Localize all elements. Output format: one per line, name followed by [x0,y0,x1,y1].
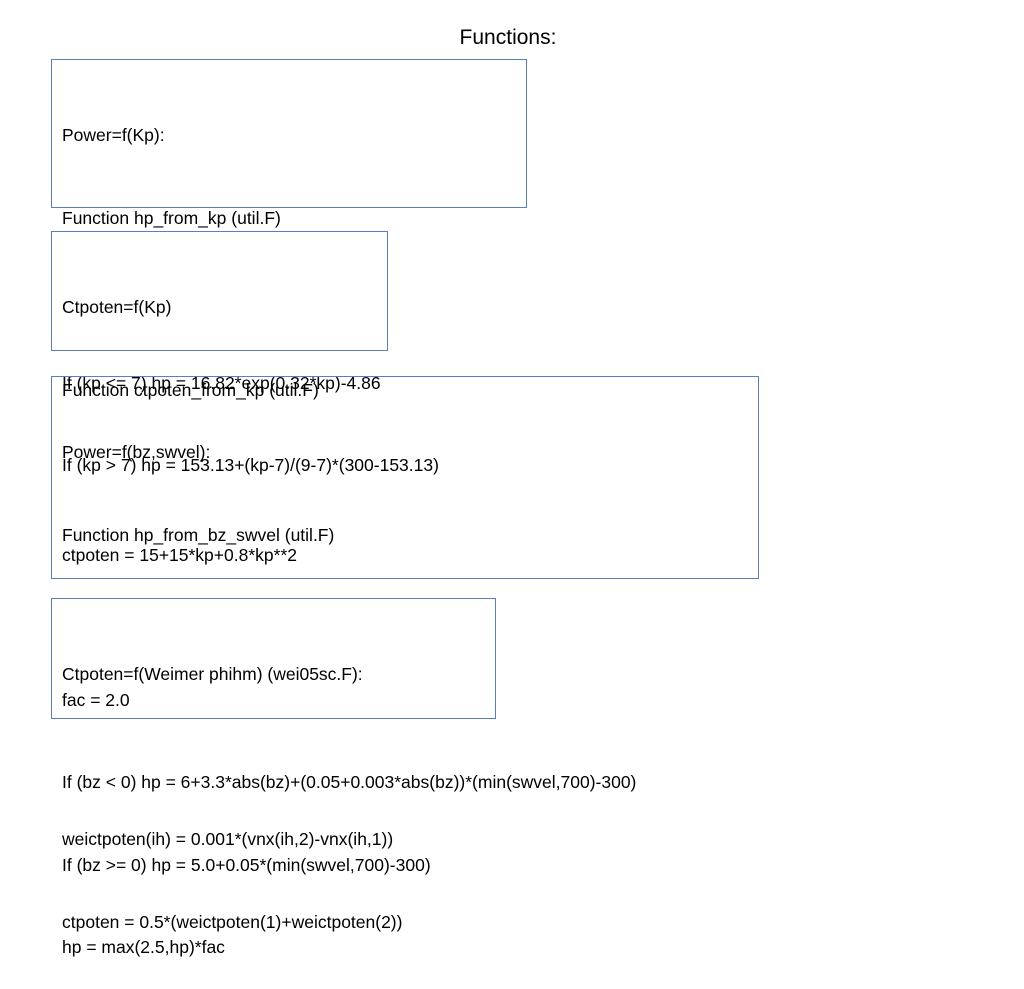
hp-from-bz-swvel-box: Power=f(bz,swvel): Function hp_from_bz_s… [51,376,759,957]
ctpoten-weimer-box: Ctpoten=f(Weimer phihm) (wei05sc.F): wei… [51,598,496,932]
code-line: If (bz >= 0) hp = 5.0+0.05*(min(swvel,70… [62,854,431,875]
box-heading: Ctpoten=f(Weimer phihm) (wei05sc.F): [62,664,363,684]
code-line: fac = 2.0 [62,689,130,710]
box-heading: Power=f(Kp): [62,125,165,145]
code-line: ctpoten = 0.5*(weictpoten(1)+weictpoten(… [62,911,403,932]
hp-from-kp-box: Power=f(Kp): Function hp_from_kp (util.F… [51,59,527,475]
box-heading: Power=f(bz,swvel): [62,442,211,462]
code-line: weictpoten(ih) = 0.001*(vnx(ih,2)-vnx(ih… [62,829,394,849]
code-line: hp = max(2.5,hp)*fac [62,937,225,957]
ctpoten-from-kp-box: Ctpoten=f(Kp) Function ctpoten_from_kp (… [51,231,388,565]
function-name: Function ctpoten_from_kp (util.F) [62,379,319,400]
function-name: Function hp_from_kp (util.F) [62,207,281,228]
code-line: If (kp <= 7) hp = 16.82*exp(0.32*kp)-4.8… [62,372,381,393]
function-name: Function hp_from_bz_swvel (util.F) [62,524,335,545]
blank-line [62,744,485,772]
code-line: If (kp > 7) hp = 153.13+(kp-7)/(9-7)*(30… [62,455,439,475]
slide-title: Functions: [459,26,557,49]
code-line: ctpoten = 15+15*kp+0.8*kp**2 [62,544,297,565]
code-line: If (bz < 0) hp = 6+3.3*abs(bz)+(0.05+0.0… [62,772,637,792]
box-heading: Ctpoten=f(Kp) [62,297,172,317]
